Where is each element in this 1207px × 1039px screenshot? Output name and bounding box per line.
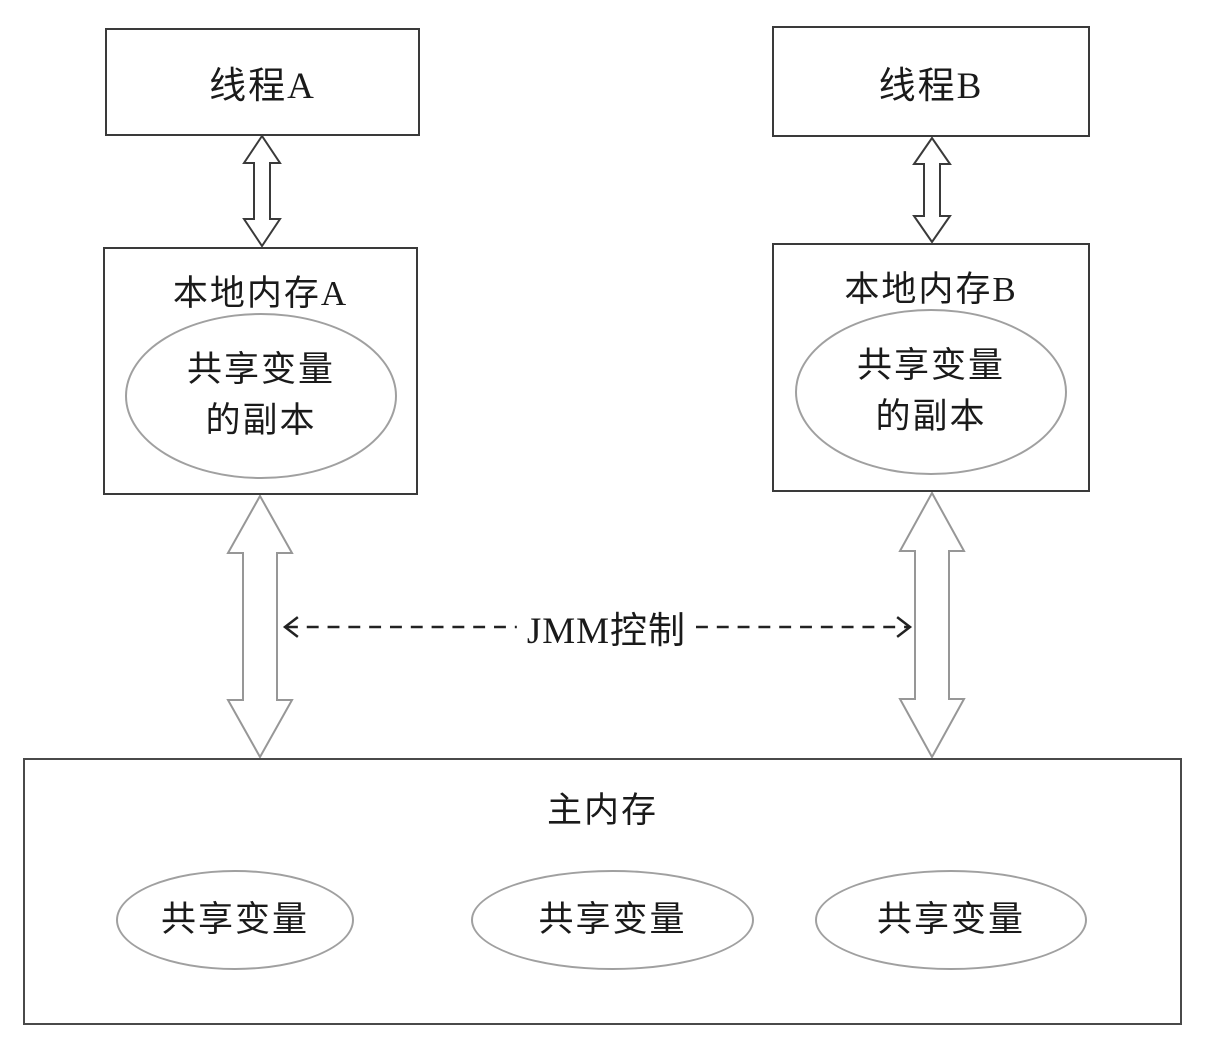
local-memory-a-shared-copy-line2: 的副本	[205, 401, 317, 440]
jmm-control-label: JMM控制	[526, 611, 687, 652]
local-memory-a-box: 本地内存A 共享变量 的副本	[103, 247, 418, 495]
thread-b-label: 线程B	[878, 65, 984, 107]
main-memory-shared-var-3-label: 共享变量	[876, 899, 1025, 939]
main-memory-shared-var-ellipse-3: 共享变量	[815, 870, 1087, 970]
local-memory-a-title: 本地内存A	[172, 274, 349, 313]
local-memory-a-shared-copy-line1: 共享变量	[186, 350, 335, 390]
thread-b-box: 线程B	[772, 26, 1090, 137]
local-memory-b-shared-copy-line2: 的副本	[875, 397, 987, 436]
thread-a-local-a-double-arrow-icon	[242, 135, 282, 247]
main-memory-box: 主内存 共享变量 共享变量 共享变量	[23, 758, 1182, 1025]
main-memory-shared-var-ellipse-1: 共享变量	[116, 870, 354, 970]
local-a-main-memory-double-arrow-icon	[226, 495, 294, 758]
local-memory-b-box: 本地内存B 共享变量 的副本	[772, 243, 1090, 492]
thread-a-label: 线程A	[209, 66, 316, 107]
jmm-control-arrow: JMM控制	[281, 600, 914, 654]
local-memory-b-shared-copy-ellipse: 共享变量 的副本	[795, 309, 1067, 475]
local-b-main-memory-double-arrow-icon	[898, 492, 966, 758]
main-memory-shared-var-1-label: 共享变量	[160, 899, 309, 939]
main-memory-title: 主内存	[546, 791, 658, 830]
thread-a-box: 线程A	[105, 28, 420, 136]
local-memory-b-shared-copy-line1: 共享变量	[856, 346, 1005, 386]
jmm-dashed-arrow-left-icon	[282, 616, 517, 638]
local-memory-a-shared-copy-ellipse: 共享变量 的副本	[125, 313, 397, 479]
main-memory-shared-var-ellipse-2: 共享变量	[471, 870, 754, 970]
thread-b-local-b-double-arrow-icon	[912, 137, 952, 243]
main-memory-shared-var-2-label: 共享变量	[538, 899, 687, 939]
local-memory-b-title: 本地内存B	[844, 270, 1018, 309]
jmm-dashed-arrow-right-icon	[696, 616, 913, 638]
